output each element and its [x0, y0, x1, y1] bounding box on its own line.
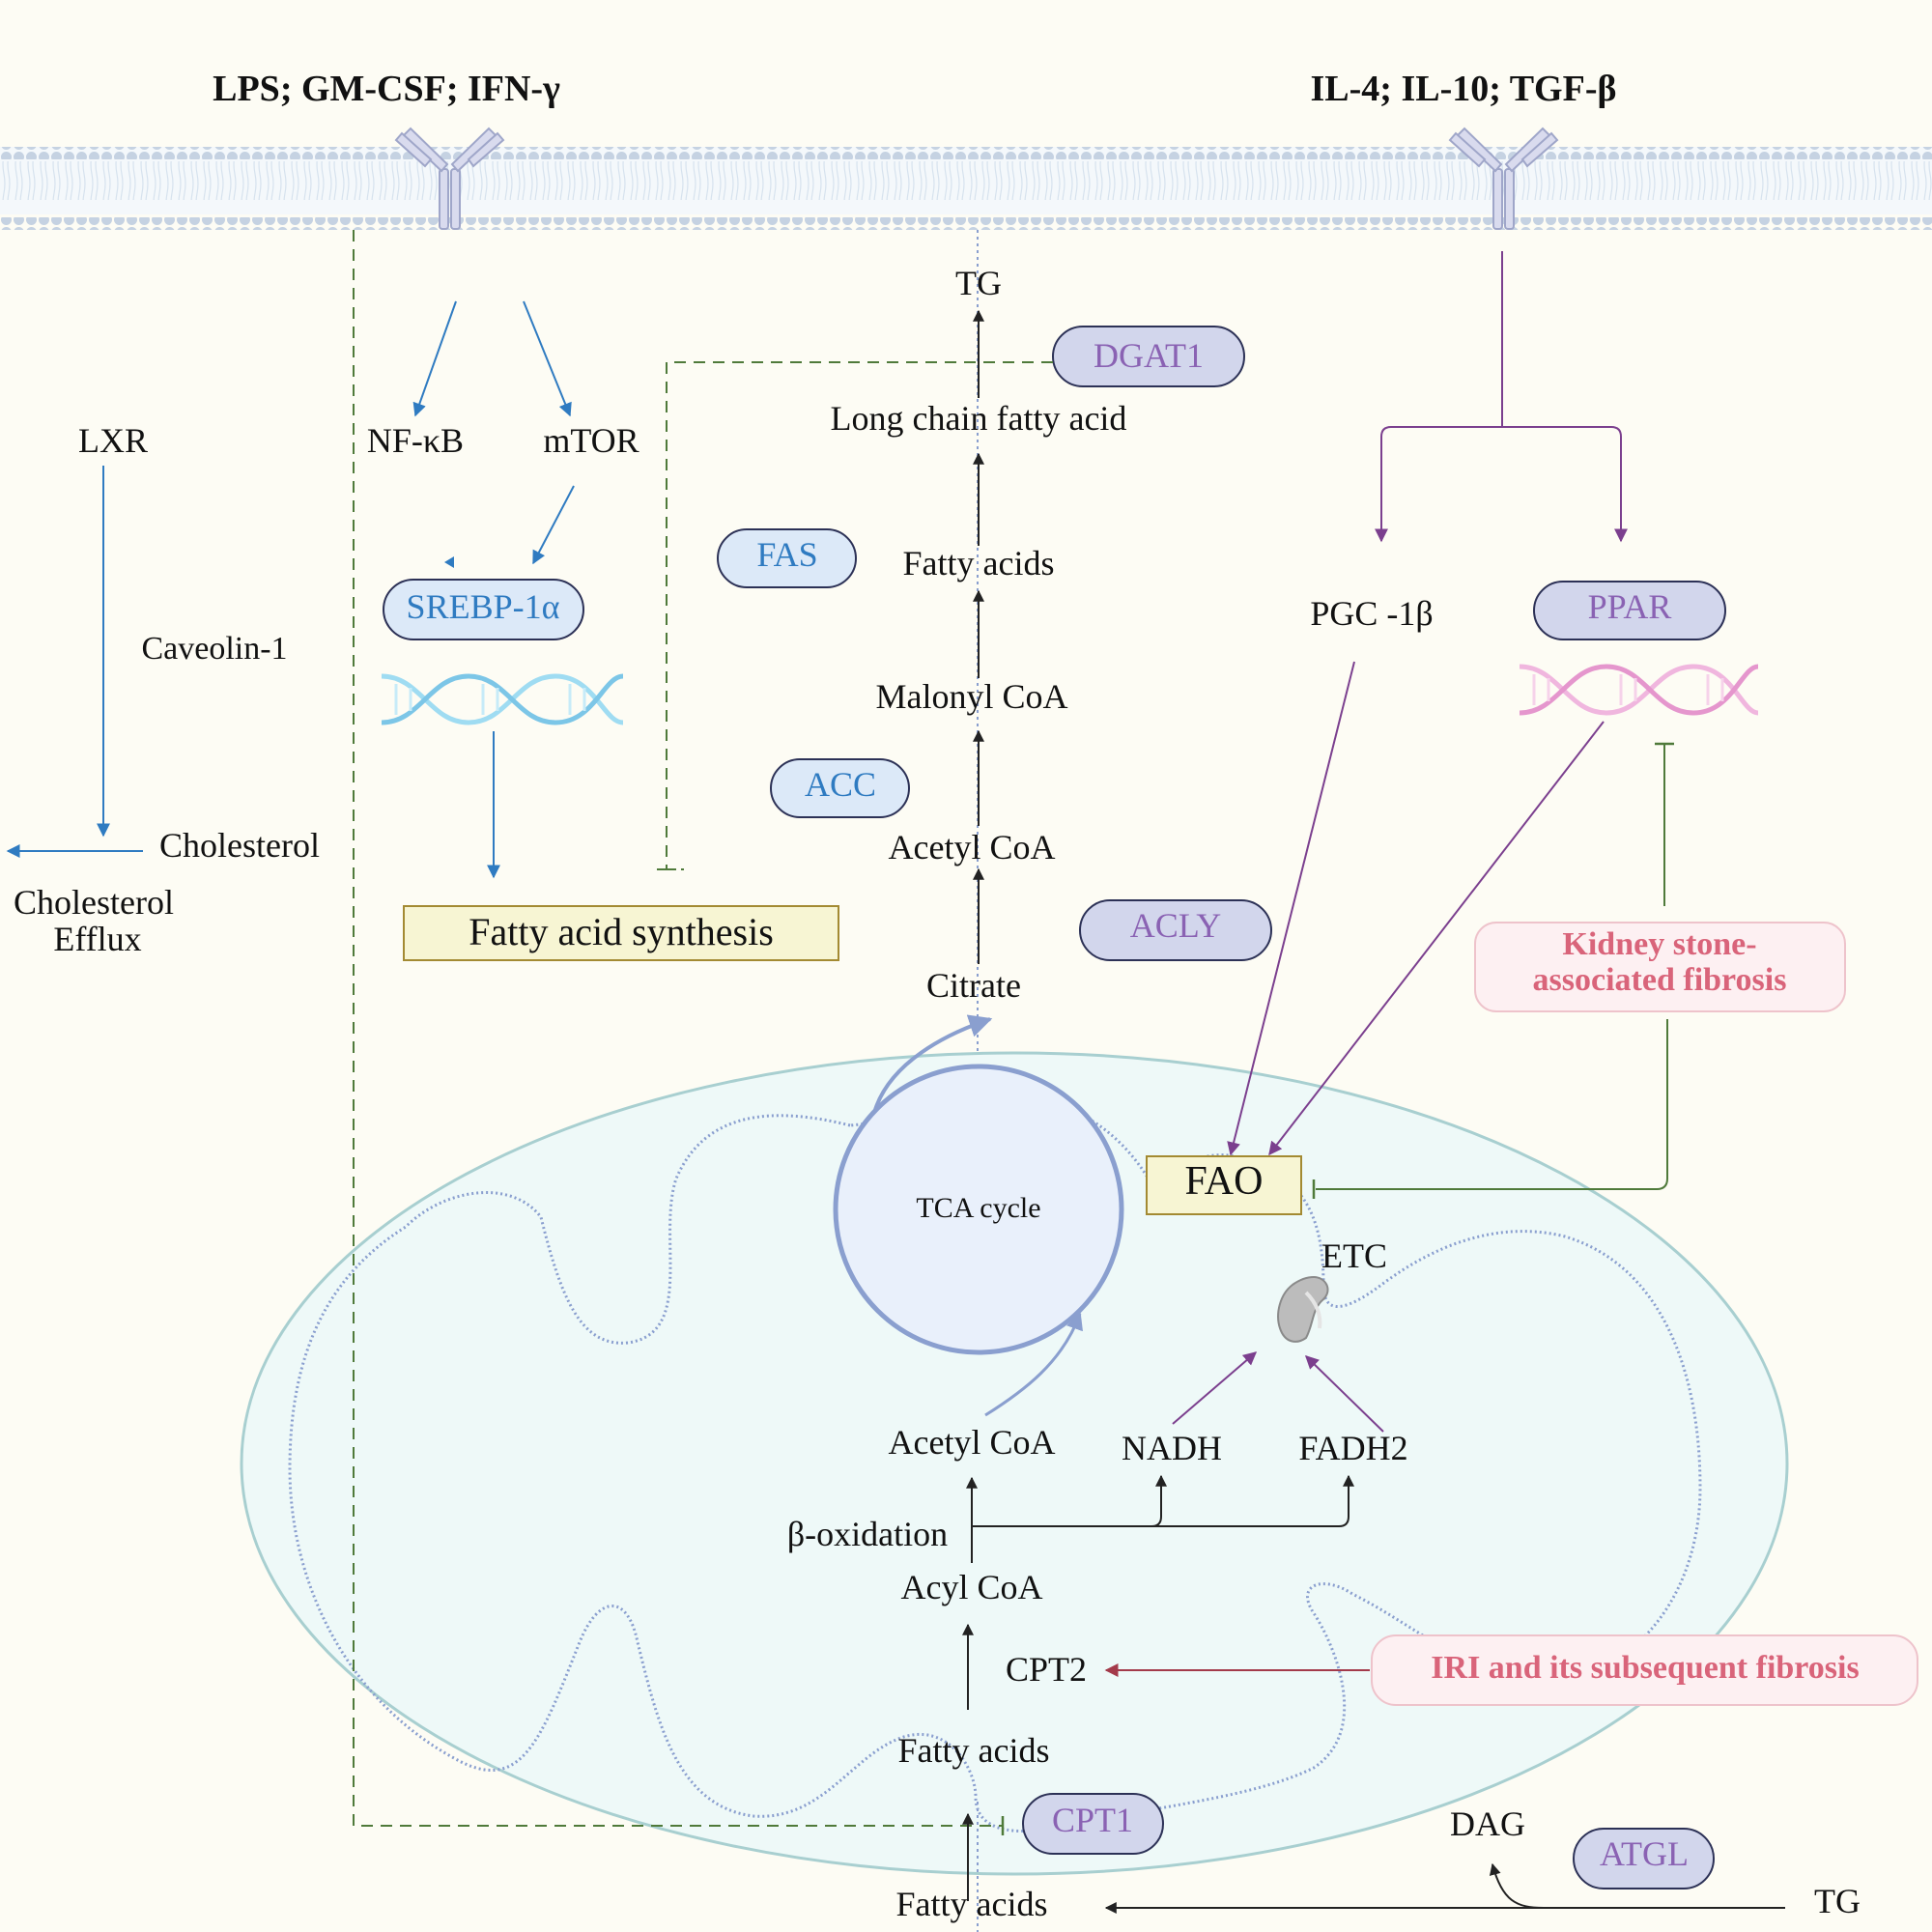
right-receptor-icon — [1448, 127, 1559, 230]
dgat1-label: DGAT1 — [1094, 336, 1204, 375]
acetyl-coa-top-label: Acetyl CoA — [889, 828, 1056, 867]
kidney-fibrosis-line1: Kidney stone- — [1562, 926, 1756, 962]
tca-cycle-label: TCA cycle — [916, 1192, 1040, 1224]
pgc-to-fao-arrow — [1227, 661, 1355, 1156]
tg-bottom-label: TG — [1814, 1882, 1861, 1920]
dna-blue-icon — [381, 673, 624, 725]
fatty-acid-synthesis-label: Fatty acid synthesis — [469, 910, 774, 953]
mtor-label: mTOR — [543, 421, 639, 460]
nfkb-srebp-arrowhead — [444, 556, 454, 568]
dna-pink-icon — [1519, 664, 1759, 716]
cpt1-inhibit-line — [353, 230, 1003, 1827]
ppar-to-fao-arrow — [1268, 721, 1605, 1156]
beta-oxidation-label: β-oxidation — [787, 1515, 948, 1553]
fatty-acids-inner-label: Fatty acids — [898, 1731, 1050, 1770]
citrate-label: Citrate — [926, 966, 1021, 1005]
tg-to-dag-arrow — [1489, 1862, 1545, 1909]
cholesterol-label: Cholesterol — [159, 826, 320, 865]
cpt2-label: CPT2 — [1006, 1650, 1087, 1689]
right-pathway: PGC -1β PPAR Kidney stone- associated fi… — [1227, 251, 1846, 1199]
atgl-label: ATGL — [1600, 1834, 1689, 1873]
branch-to-pgc-arrow — [1375, 426, 1502, 543]
left-ligands-label: LPS; GM-CSF; IFN-γ — [213, 69, 560, 109]
left-receptor-icon — [394, 127, 505, 230]
etc-complex-icon — [1277, 1275, 1329, 1343]
tg-top-label: TG — [955, 264, 1002, 302]
acetyl-coa-bottom-label: Acetyl CoA — [889, 1423, 1056, 1462]
cpt1-label: CPT1 — [1052, 1801, 1133, 1839]
dgat1-badge: DGAT1 — [1052, 326, 1245, 387]
nadh-label: NADH — [1122, 1429, 1222, 1467]
nadh-to-etc-arrow — [1172, 1351, 1258, 1425]
nfkb-label: NF-κB — [367, 421, 464, 460]
cell-membrane — [0, 147, 1932, 230]
fatty-acids-bottom-label: Fatty acids — [896, 1885, 1048, 1923]
dag-label: DAG — [1450, 1804, 1525, 1843]
tca-to-citrate-arrow — [872, 1014, 993, 1114]
synthesis-chain: TG Long chain fatty acid Fatty acids Mal… — [717, 264, 1272, 1005]
kidney-fibrosis-box: Kidney stone- associated fibrosis — [1474, 922, 1846, 1012]
cholesterol-efflux-line1: Cholesterol — [14, 883, 174, 922]
ppar-label: PPAR — [1588, 587, 1672, 626]
ppar-badge: PPAR — [1533, 581, 1726, 640]
beta-ox-to-fadh2-arrow — [1151, 1474, 1354, 1527]
acly-label: ACLY — [1130, 906, 1221, 945]
acly-badge: ACLY — [1079, 899, 1272, 961]
acetyl-to-tca-arrow — [984, 1312, 1083, 1417]
acyl-coa-label: Acyl CoA — [901, 1568, 1043, 1606]
fatty-acid-synthesis-box: Fatty acid synthesis — [403, 905, 839, 961]
kidney-fibrosis-line2: associated fibrosis — [1533, 962, 1787, 998]
caveolin-label: Caveolin-1 — [141, 631, 287, 667]
pgc-label: PGC -1β — [1310, 594, 1433, 633]
fadh2-to-etc-arrow — [1304, 1355, 1384, 1433]
receptor-to-nfkb-arrow — [412, 300, 457, 417]
mtor-to-srebp-arrow — [532, 485, 575, 565]
cpt1-badge: CPT1 — [1022, 1793, 1164, 1855]
fao-label: FAO — [1185, 1159, 1264, 1204]
acc-label: ACC — [805, 765, 876, 804]
atgl-badge: ATGL — [1573, 1828, 1715, 1889]
right-ligands-label: IL-4; IL-10; TGF-β — [1311, 69, 1617, 109]
long-chain-fatty-acid-label: Long chain fatty acid — [831, 399, 1127, 438]
kidney-to-fao-inhibit-line — [1316, 1019, 1668, 1190]
lxr-label: LXR — [78, 421, 148, 460]
cholesterol-efflux-line2: Efflux — [53, 920, 141, 958]
iri-fibrosis-box: IRI and its subsequent fibrosis — [1371, 1634, 1918, 1706]
malonyl-coa-label: Malonyl CoA — [875, 677, 1067, 716]
left-pathway: LXR Caveolin-1 Cholesterol Cholesterol E… — [6, 230, 1053, 1835]
acc-badge: ACC — [770, 758, 910, 818]
branch-to-ppar-arrow — [1502, 426, 1628, 543]
fas-badge: FAS — [717, 528, 857, 588]
tca-cycle: TCA cycle — [833, 1014, 1124, 1417]
fas-label: FAS — [756, 535, 817, 574]
srebp-badge: SREBP-1α — [383, 579, 584, 640]
receptor-to-mtor-arrow — [523, 300, 572, 417]
iri-fibrosis-label: IRI and its subsequent fibrosis — [1431, 1650, 1859, 1686]
fatty-acids-top-label: Fatty acids — [903, 544, 1055, 582]
fao-box: FAO — [1146, 1155, 1302, 1215]
dgat1-inhibit-line — [666, 361, 1053, 870]
etc-label: ETC — [1321, 1236, 1387, 1275]
srebp-label: SREBP-1α — [407, 587, 560, 626]
fadh2-label: FADH2 — [1298, 1429, 1407, 1467]
